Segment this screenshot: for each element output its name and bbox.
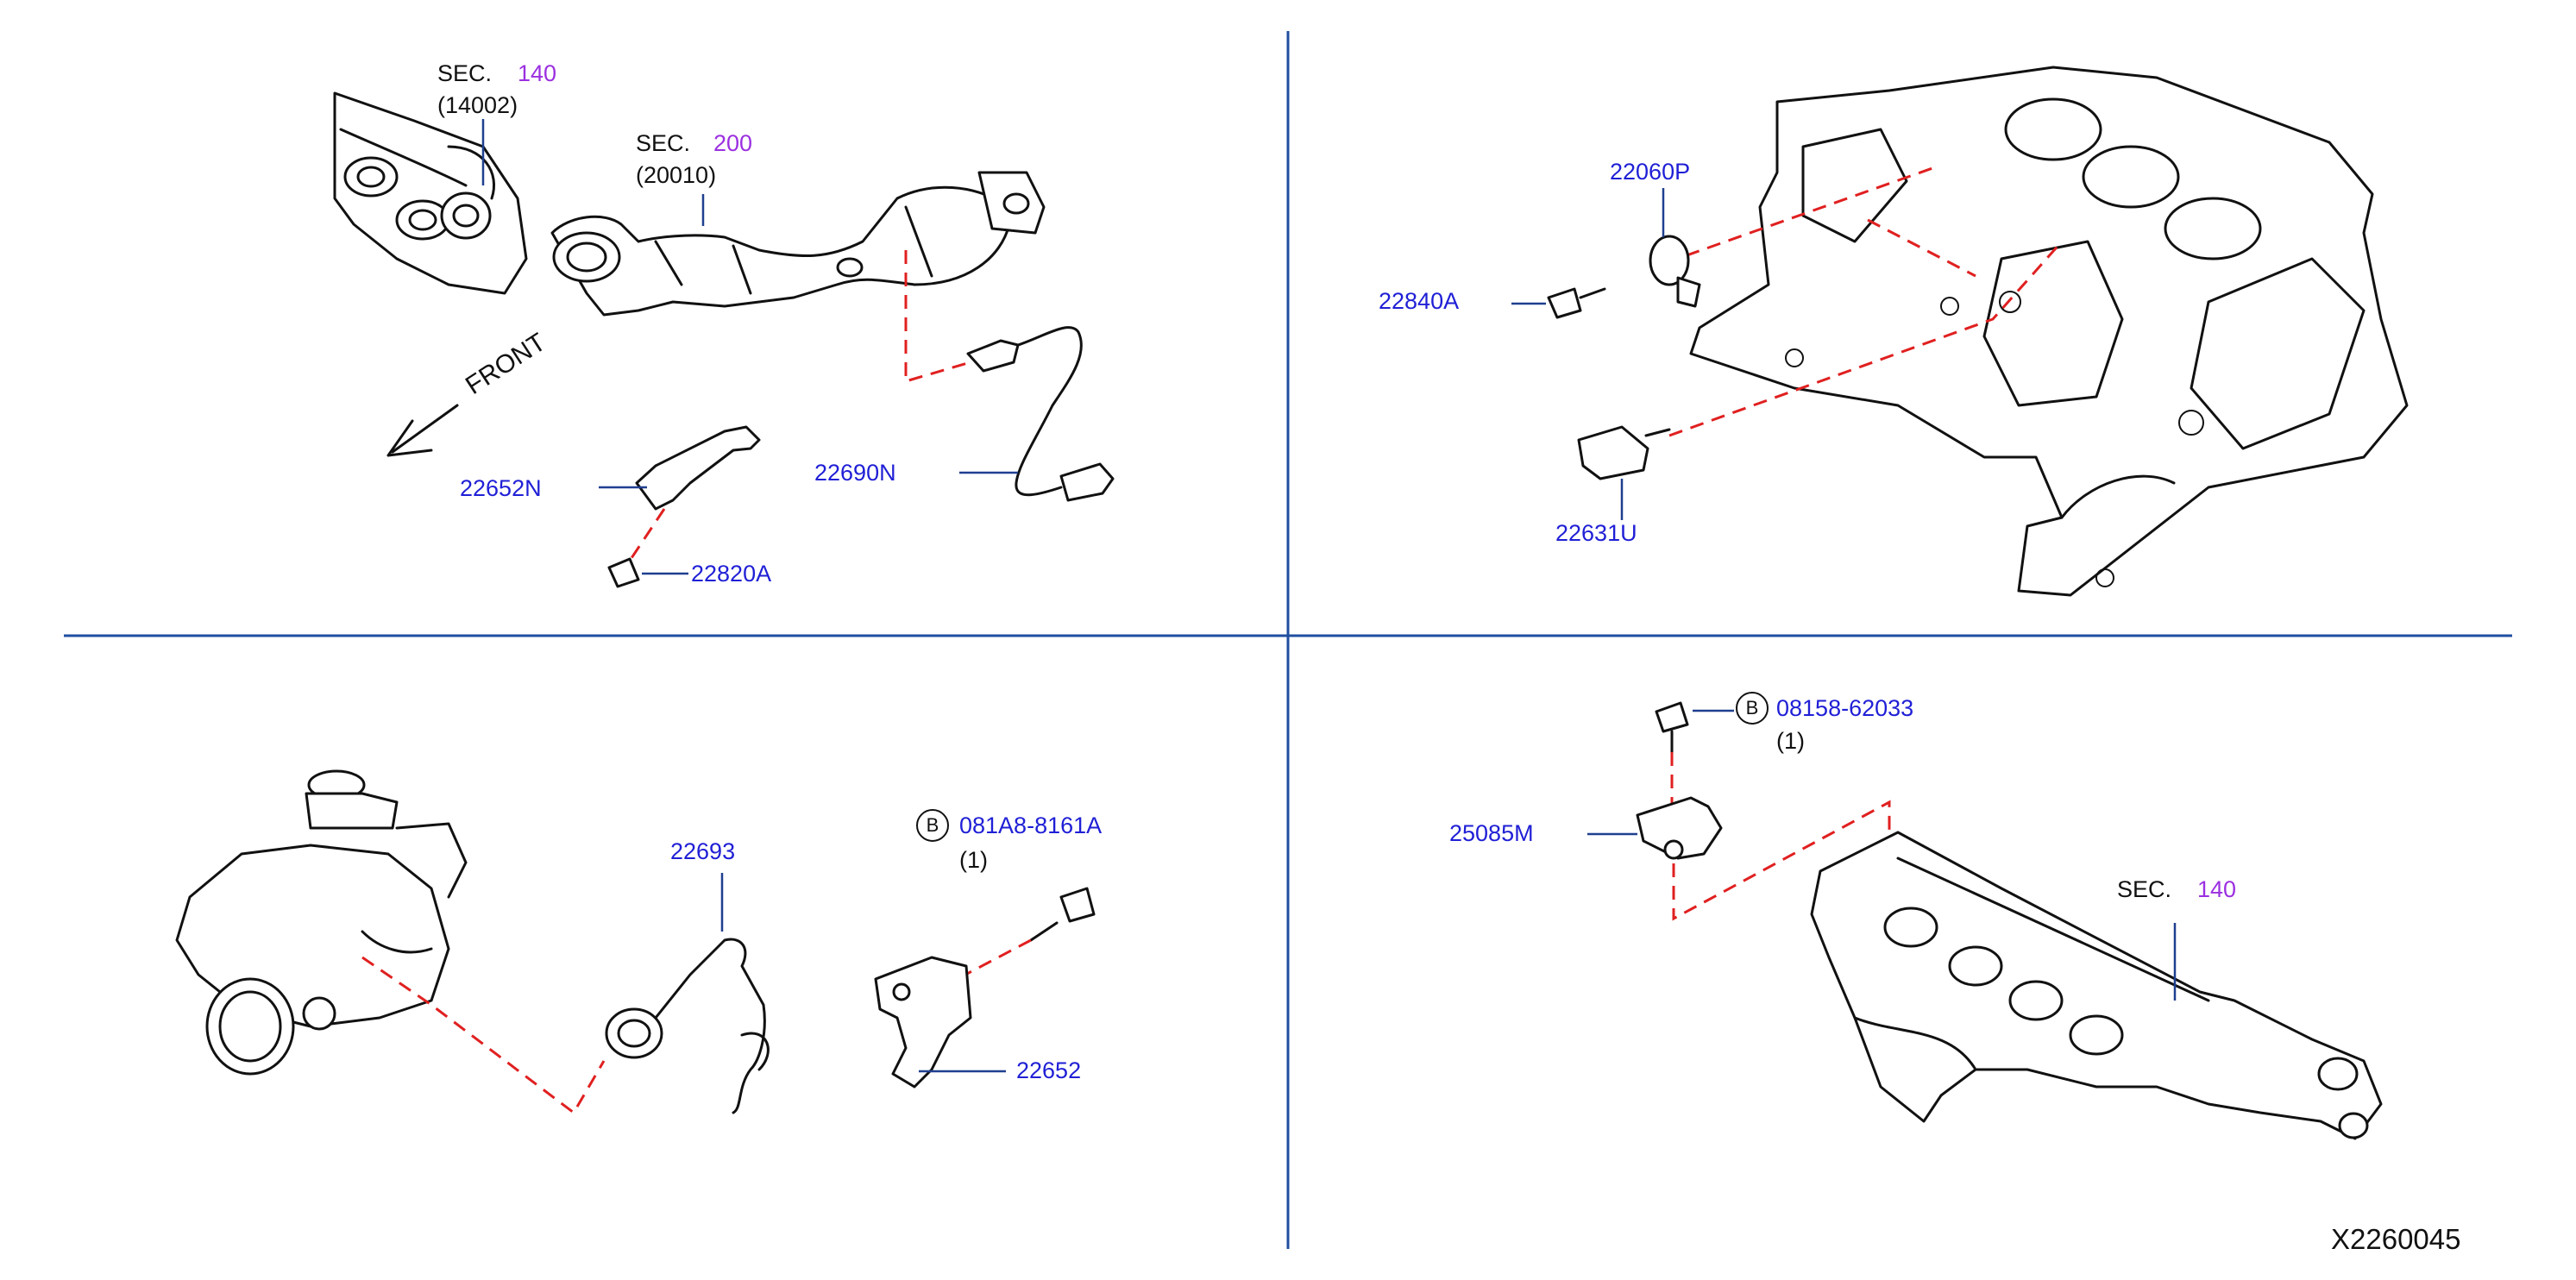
part-08158-62033[interactable]: 08158-62033 xyxy=(1776,695,1914,721)
sensor-25085m xyxy=(1587,796,1723,860)
bolt-08158-62033 xyxy=(1655,701,1734,754)
temp-sensor-22631u xyxy=(1577,425,1671,520)
part-25085m[interactable]: 25085M xyxy=(1449,820,1534,846)
intake-manifold xyxy=(1810,831,2383,1140)
sec200-sub: (20010) xyxy=(636,162,717,188)
sec140-br-number[interactable]: 140 xyxy=(2197,876,2237,902)
sec140-top-sec: SEC. xyxy=(437,60,493,86)
sensor-22693 xyxy=(605,873,770,1114)
temp-sensor-link xyxy=(1668,241,2064,437)
exhaust-manifold xyxy=(333,91,528,295)
bolt-b2-circle: B xyxy=(1736,692,1769,725)
part-22652[interactable]: 22652 xyxy=(1016,1057,1082,1083)
part-22693[interactable]: 22693 xyxy=(670,838,736,864)
bracket-22652n xyxy=(599,425,761,511)
knock-sensor-link xyxy=(1664,166,1933,265)
sec140-top-number[interactable]: 140 xyxy=(518,60,557,86)
part-081a8-8161a[interactable]: 081A8-8161A xyxy=(959,813,1103,838)
part-22820a[interactable]: 22820A xyxy=(691,561,772,587)
diagram-id: X2260045 xyxy=(2331,1223,2461,1255)
bolt-b2-qty: (1) xyxy=(1776,728,1805,754)
knock-sensor-22060p xyxy=(1649,188,1701,308)
engine-block xyxy=(1689,66,2409,597)
bolt-b1-circle: B xyxy=(916,809,949,842)
part-22840a[interactable]: 22840A xyxy=(1379,288,1460,314)
part-22060p[interactable]: 22060P xyxy=(1610,159,1691,185)
bolt-b1-qty: (1) xyxy=(959,847,988,873)
bolt-22840a xyxy=(1511,287,1606,319)
oxygen-sensor-22690n xyxy=(959,326,1115,502)
block-link-1 xyxy=(1867,218,1976,278)
sec140-br-sec: SEC. xyxy=(2117,876,2172,902)
throttle-body xyxy=(175,769,468,1076)
part-22690n[interactable]: 22690N xyxy=(814,460,896,486)
part-22631u[interactable]: 22631U xyxy=(1555,520,1637,546)
sec140-top-sub: (14002) xyxy=(437,92,518,118)
bolt-081a8-8161a xyxy=(1029,887,1096,942)
sec200-number[interactable]: 200 xyxy=(713,130,753,156)
sensor-22693-link xyxy=(361,956,606,1115)
catalytic-converter xyxy=(550,171,1046,317)
sec200-sec: SEC. xyxy=(636,130,691,156)
front-direction-arrow xyxy=(386,404,459,457)
bolt-22820a xyxy=(607,557,688,588)
bracket-22652 xyxy=(874,956,1006,1089)
bolt-22820a-link xyxy=(628,508,666,562)
part-22652n[interactable]: 22652N xyxy=(460,475,542,501)
